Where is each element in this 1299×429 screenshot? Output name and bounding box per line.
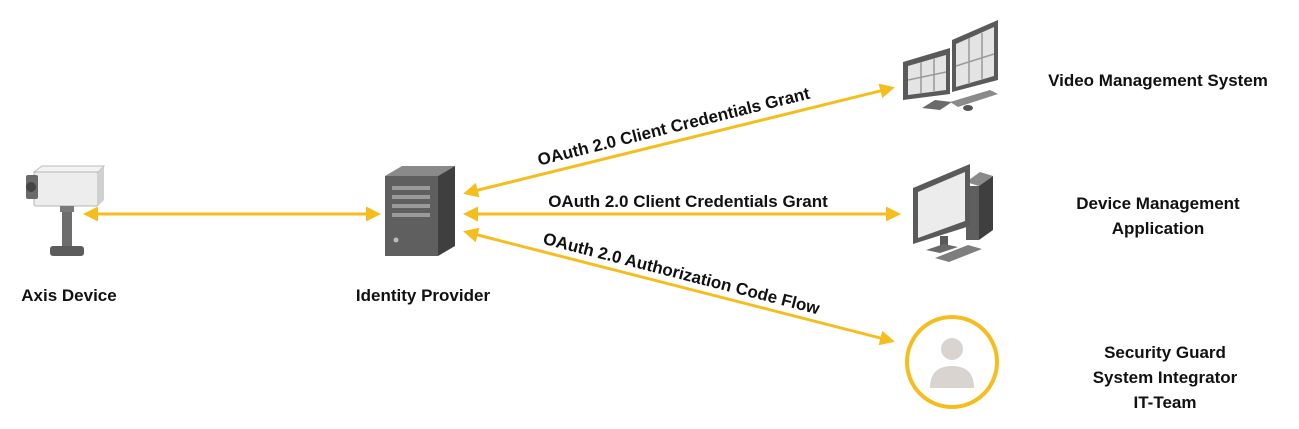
edge-label-vms: OAuth 2.0 Client Credentials Grant — [536, 84, 812, 170]
node-label-axis-device: Axis Device — [21, 286, 117, 305]
user-icon — [905, 315, 999, 409]
node-label-dma: Device Management Application — [1056, 191, 1260, 241]
node-label-users: Security Guard System Integrator IT-Team — [1070, 340, 1260, 415]
camera-icon — [26, 165, 106, 256]
node-label-users-line-3: IT-Team — [1133, 393, 1197, 412]
edge-label-users: OAuth 2.0 Authorization Code Flow — [541, 229, 822, 318]
server-icon — [385, 166, 455, 256]
arrow-idp-users — [463, 227, 895, 346]
edge-label-dma: OAuth 2.0 Client Credentials Grant — [548, 192, 828, 211]
dual-monitor-workstation-icon — [903, 20, 998, 111]
node-label-identity-provider: Identity Provider — [355, 286, 491, 305]
arrow-idp-vms — [463, 83, 895, 198]
node-label-users-line-2: System Integrator — [1092, 368, 1238, 387]
node-label-dma-line-2: Application — [1111, 219, 1205, 238]
node-label-vms: Video Management System — [1048, 71, 1268, 90]
node-label-users-line-1: Security Guard — [1104, 343, 1226, 362]
node-label-dma-line-1: Device Management — [1076, 194, 1240, 213]
desktop-computer-icon — [913, 164, 993, 262]
